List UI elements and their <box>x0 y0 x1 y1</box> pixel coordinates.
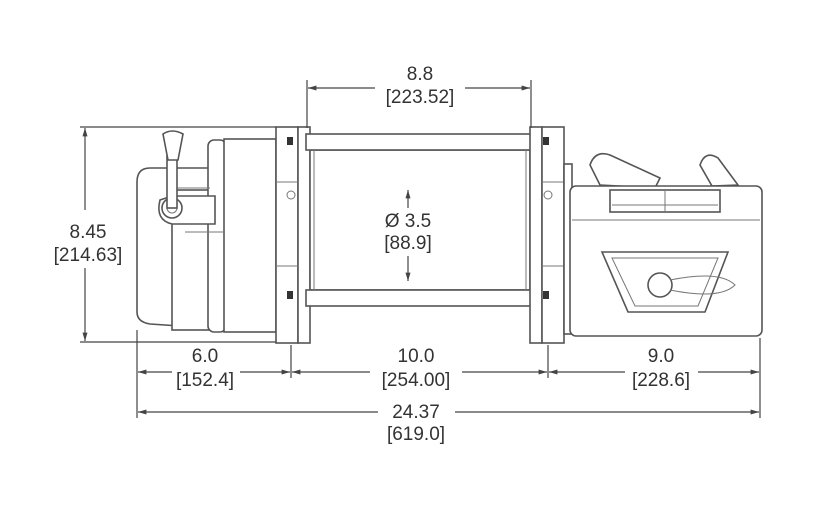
control-pack-length-mm: [228.6] <box>632 370 690 391</box>
drum-diameter-inches: Ø 3.5 <box>385 211 431 232</box>
drum-length-inches: 8.8 <box>407 64 433 85</box>
motor-length-inches: 6.0 <box>192 346 218 367</box>
mount-spacing-inches: 10.0 <box>398 346 435 367</box>
right-end-bearing <box>529 126 573 344</box>
left-end-bearing <box>275 126 311 344</box>
height-inches: 8.45 <box>70 222 107 243</box>
overall-length-inches: 24.37 <box>392 402 440 423</box>
control-pack <box>569 152 763 337</box>
winch-logo <box>600 251 736 313</box>
winch-drawing <box>136 126 763 344</box>
drum-diameter-mm: [88.9] <box>384 233 432 254</box>
clutch-lever <box>158 130 216 225</box>
mount-spacing-mm: [254.00] <box>382 370 451 391</box>
height-mm: [214.63] <box>54 245 123 266</box>
control-pack-length-inches: 9.0 <box>648 346 674 367</box>
dimension-lines <box>80 80 761 418</box>
overall-length-mm: [619.0] <box>387 424 445 445</box>
motor-length-mm: [152.4] <box>176 370 234 391</box>
motor <box>136 138 277 333</box>
cable-drum <box>305 133 535 307</box>
drum-length-mm: [223.52] <box>386 87 455 108</box>
